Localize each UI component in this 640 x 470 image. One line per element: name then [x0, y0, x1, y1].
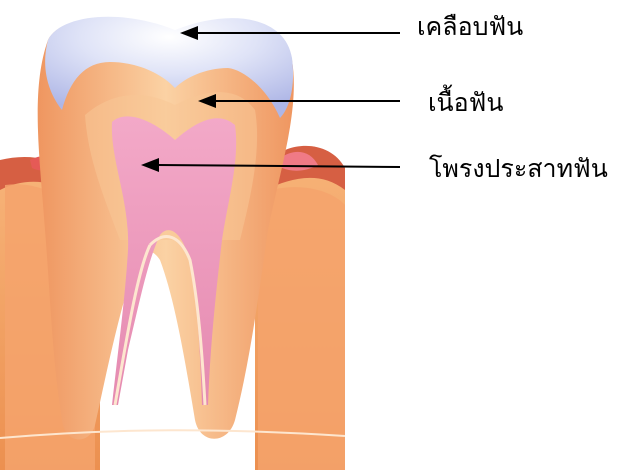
enamel-label: เคลือบฟัน: [417, 14, 523, 39]
dentin-label: เนื้อฟัน: [428, 90, 503, 115]
pulp-label: โพรงประสาทฟัน: [429, 156, 608, 181]
